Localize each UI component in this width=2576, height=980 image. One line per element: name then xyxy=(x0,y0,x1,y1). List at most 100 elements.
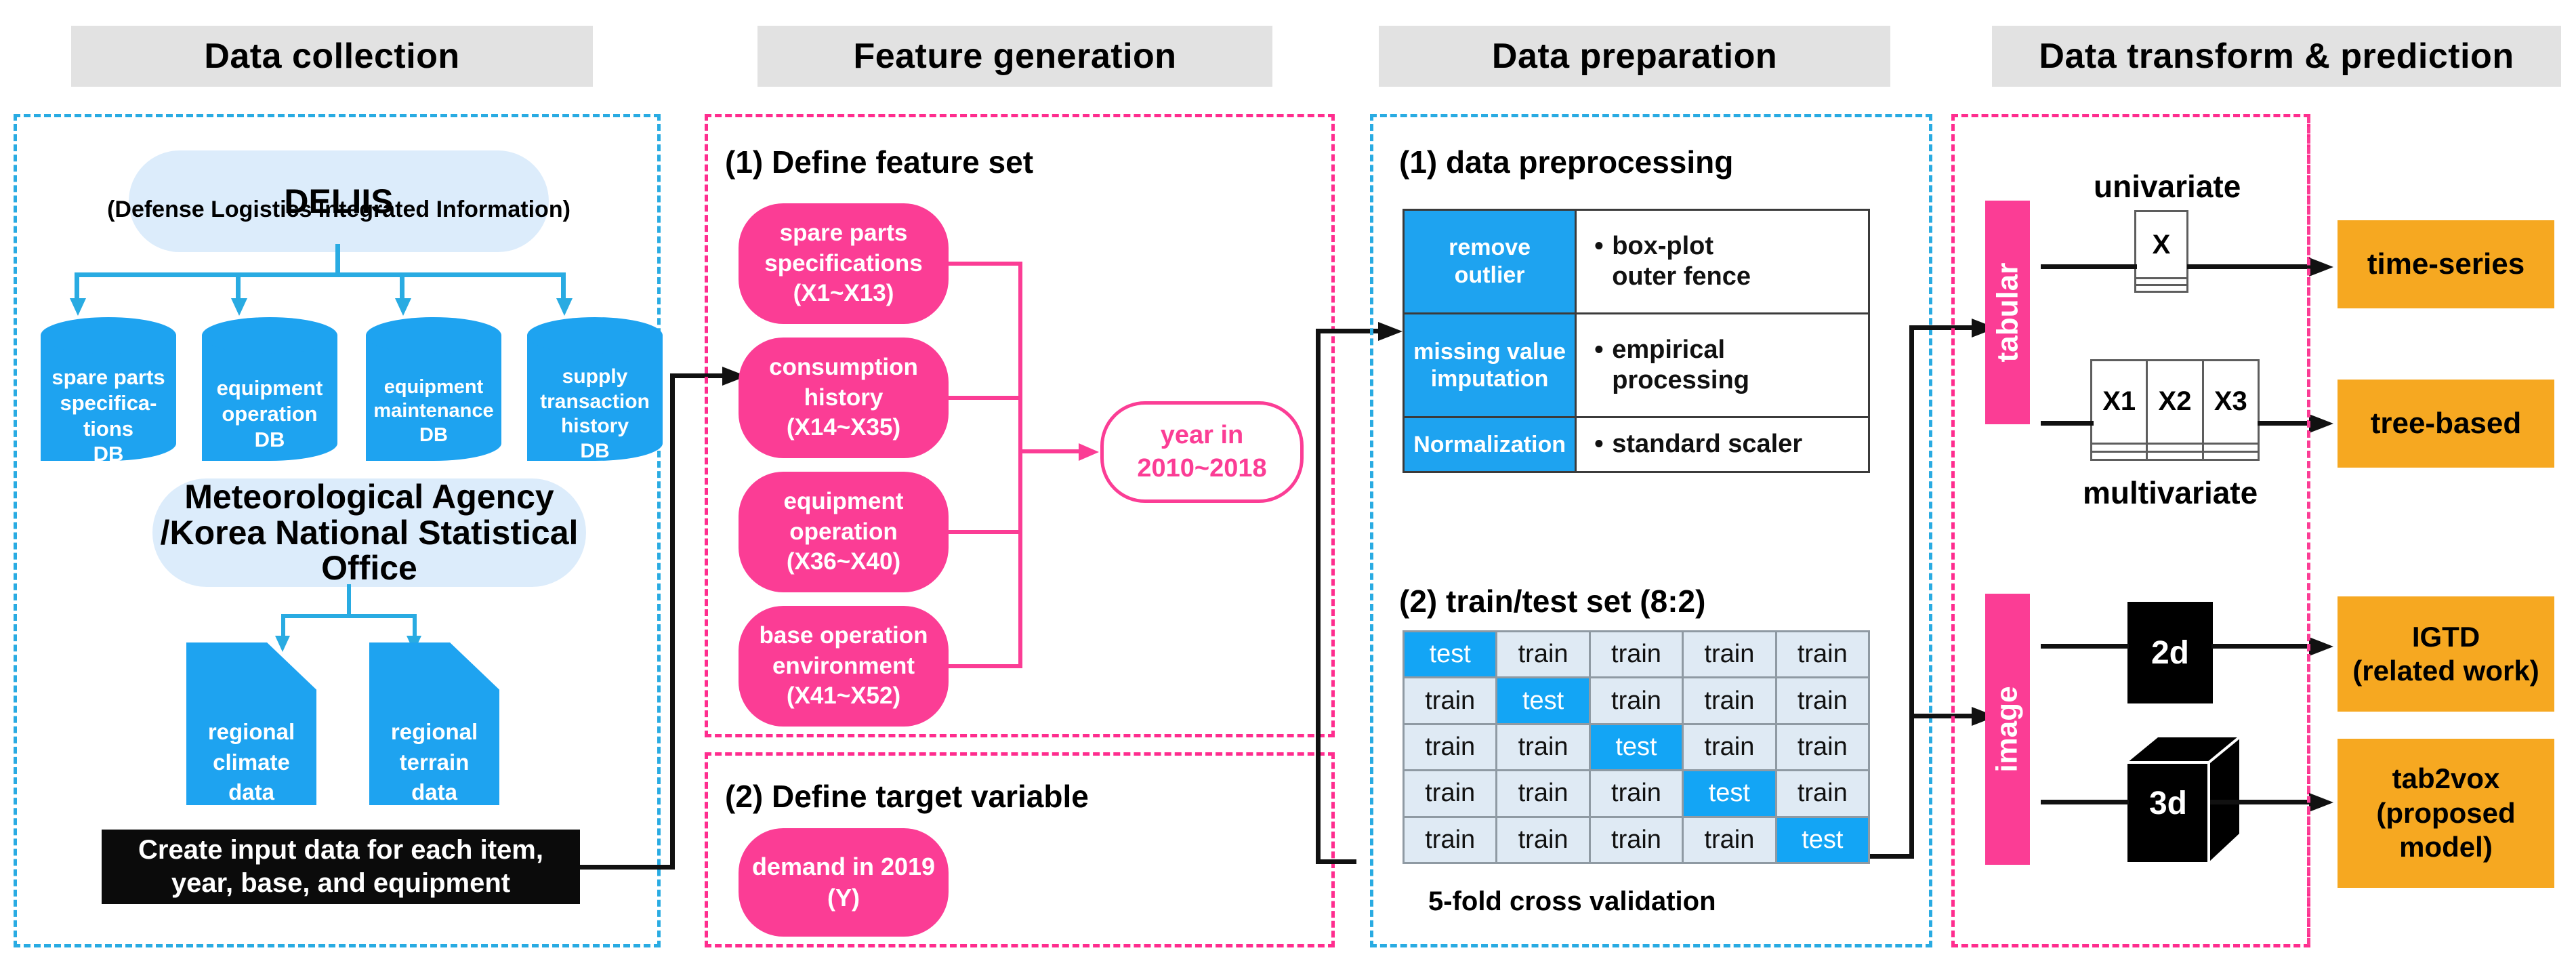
cv-cell: train xyxy=(1774,676,1871,725)
arrow-tabular-univariate-right xyxy=(2187,264,2314,269)
arrow-2d-arrowhead xyxy=(2309,637,2333,656)
create-input-line1: Create input data for each item, xyxy=(138,835,543,865)
arrow-image-3d-left xyxy=(2041,800,2129,804)
cv-cell: test xyxy=(1495,676,1591,725)
cv-cell: train xyxy=(1495,769,1591,818)
cube-3d-label: 3d xyxy=(2148,785,2187,821)
cv-cell: train xyxy=(1774,722,1871,772)
cv-cell: train xyxy=(1588,676,1684,725)
db-cylinder-body xyxy=(527,335,663,461)
arrow-image-3d-right xyxy=(2210,800,2314,804)
output-time-series: time-series xyxy=(2338,220,2554,308)
preprocessing-method-empirical: •empirical processing xyxy=(1575,312,1870,419)
cv-cell: train xyxy=(1402,722,1498,772)
cv-cell: train xyxy=(1402,769,1498,818)
deliis-branch-arrowheads xyxy=(70,298,573,316)
document-shape xyxy=(186,642,316,805)
multivariate-empty-cell xyxy=(2146,450,2204,462)
data-preparation-panel xyxy=(1370,114,1932,947)
rail-tabular: tabular xyxy=(1985,201,2030,424)
cv-cell: train xyxy=(1402,676,1498,725)
deliis-branch-4 xyxy=(561,272,566,305)
db-cylinder-top xyxy=(366,317,501,354)
deliis-connector-vertical xyxy=(335,244,340,274)
db-cylinder-top xyxy=(527,317,663,354)
cv-cell: test xyxy=(1402,630,1498,679)
table-row: X xyxy=(2134,209,2188,280)
table-multivariate: X1 X2 X3 xyxy=(2090,359,2260,462)
table-row: train train train train test xyxy=(1402,815,1871,865)
label-multivariate: multivariate xyxy=(2083,475,2258,510)
output-tree-based: tree-based xyxy=(2338,380,2554,468)
table-row xyxy=(2090,450,2260,462)
connector-stage2-to-stage3-arrowhead xyxy=(1378,322,1403,341)
feature-set-panel xyxy=(705,114,1335,737)
cv-cell: train xyxy=(1774,769,1871,818)
source-deliis-name: DELIIS xyxy=(284,182,394,220)
multivariate-empty-cell xyxy=(2201,450,2260,462)
target-variable-panel xyxy=(705,752,1335,947)
feature-capsule-equipment-operation: equipment operation (X36~X40) xyxy=(739,472,949,592)
feature-capsule-consumption-history: consumption history (X14~X35) xyxy=(739,338,949,458)
db-cylinder-body xyxy=(41,335,176,461)
arrow-image-2d-left xyxy=(2041,644,2129,649)
cv-cell: train xyxy=(1682,722,1777,772)
meteo-connector-horizontal xyxy=(281,614,417,618)
meteo-branch-2 xyxy=(413,614,417,640)
document-regional-climate: regional climate data xyxy=(186,642,316,805)
data-collection-panel xyxy=(14,114,661,947)
stage-header-data-collection: Data collection xyxy=(71,26,593,87)
arrow-tabular-multivariate-right xyxy=(2258,421,2314,426)
univariate-header-cell: X xyxy=(2134,209,2188,280)
db-cylinder-equipment-maintenance: equipment maintenance DB xyxy=(366,317,501,461)
arrow-image-2d-right xyxy=(2211,644,2314,649)
year-range-node: year in 2010~2018 xyxy=(1100,401,1304,503)
cv-cell: train xyxy=(1682,676,1777,725)
table-univariate: X xyxy=(2134,209,2188,293)
table-row: Normalization •standard scaler xyxy=(1402,416,1870,473)
arrow-tabular-univariate-left xyxy=(2041,264,2137,269)
stage-header-feature-generation: Feature generation xyxy=(757,26,1272,87)
table-row: train test train train train xyxy=(1402,676,1871,725)
preprocessing-method-standard-scaler: •standard scaler xyxy=(1575,416,1870,473)
connector-stage3-to-stage4-v xyxy=(1909,325,1914,859)
cv-cell: test xyxy=(1774,815,1871,865)
cross-validation-grid: test train train train train train test … xyxy=(1402,630,1871,865)
db-cylinder-label: equipment operation DB xyxy=(216,376,323,451)
feature-capsule-base-operation-environment: base operation environment (X41~X52) xyxy=(739,606,949,727)
table-row: missing value imputation •empirical proc… xyxy=(1402,312,1870,419)
feature-set-title: (1) Define feature set xyxy=(725,144,1034,180)
db-cylinder-equipment-operation: equipment operation DB xyxy=(202,317,337,461)
arrow-3d-arrowhead xyxy=(2309,793,2333,812)
cube-2d-label: 2d xyxy=(2151,634,2189,671)
source-deliis-expansion: (Defense Logistics Integrated Informatio… xyxy=(107,197,570,222)
table-row: remove outlier •box-plot outer fence xyxy=(1402,208,1870,315)
univariate-empty-cell xyxy=(2134,284,2188,293)
rail-image: image xyxy=(1985,594,2030,865)
table-row xyxy=(2090,442,2260,453)
output-igtd: IGTD (related work) xyxy=(2338,596,2554,712)
multivariate-header-cell: X2 xyxy=(2146,359,2204,445)
cross-validation-caption: 5-fold cross validation xyxy=(1428,886,1716,916)
cv-cell: train xyxy=(1682,815,1777,865)
multivariate-header-cell: X3 xyxy=(2201,359,2260,445)
document-label: regional terrain data xyxy=(390,719,478,805)
cv-cell: test xyxy=(1588,722,1684,772)
multivariate-empty-cell xyxy=(2146,442,2204,453)
connector-stage1-to-stage2-h1 xyxy=(580,865,675,870)
document-regional-terrain: regional terrain data xyxy=(369,642,499,805)
arrow-univariate-arrowhead xyxy=(2309,258,2333,277)
cube-2d: 2d xyxy=(2127,602,2213,703)
feature-bus-vertical xyxy=(1018,262,1022,668)
stage-header-data-transform-prediction: Data transform & prediction xyxy=(1992,26,2561,87)
feature-bus-stub-3 xyxy=(947,530,1022,534)
meteo-connector-vertical xyxy=(347,584,351,617)
feature-bus-to-year-node xyxy=(1018,449,1083,453)
cv-cell: train xyxy=(1495,722,1591,772)
deliis-branch-2 xyxy=(236,272,241,305)
preprocessing-step-normalization: Normalization xyxy=(1402,416,1577,473)
table-row: test train train train train xyxy=(1402,630,1871,679)
deliis-branch-3 xyxy=(400,272,404,305)
multivariate-header-cell: X1 xyxy=(2090,359,2148,445)
deliis-connector-horizontal xyxy=(75,272,566,277)
